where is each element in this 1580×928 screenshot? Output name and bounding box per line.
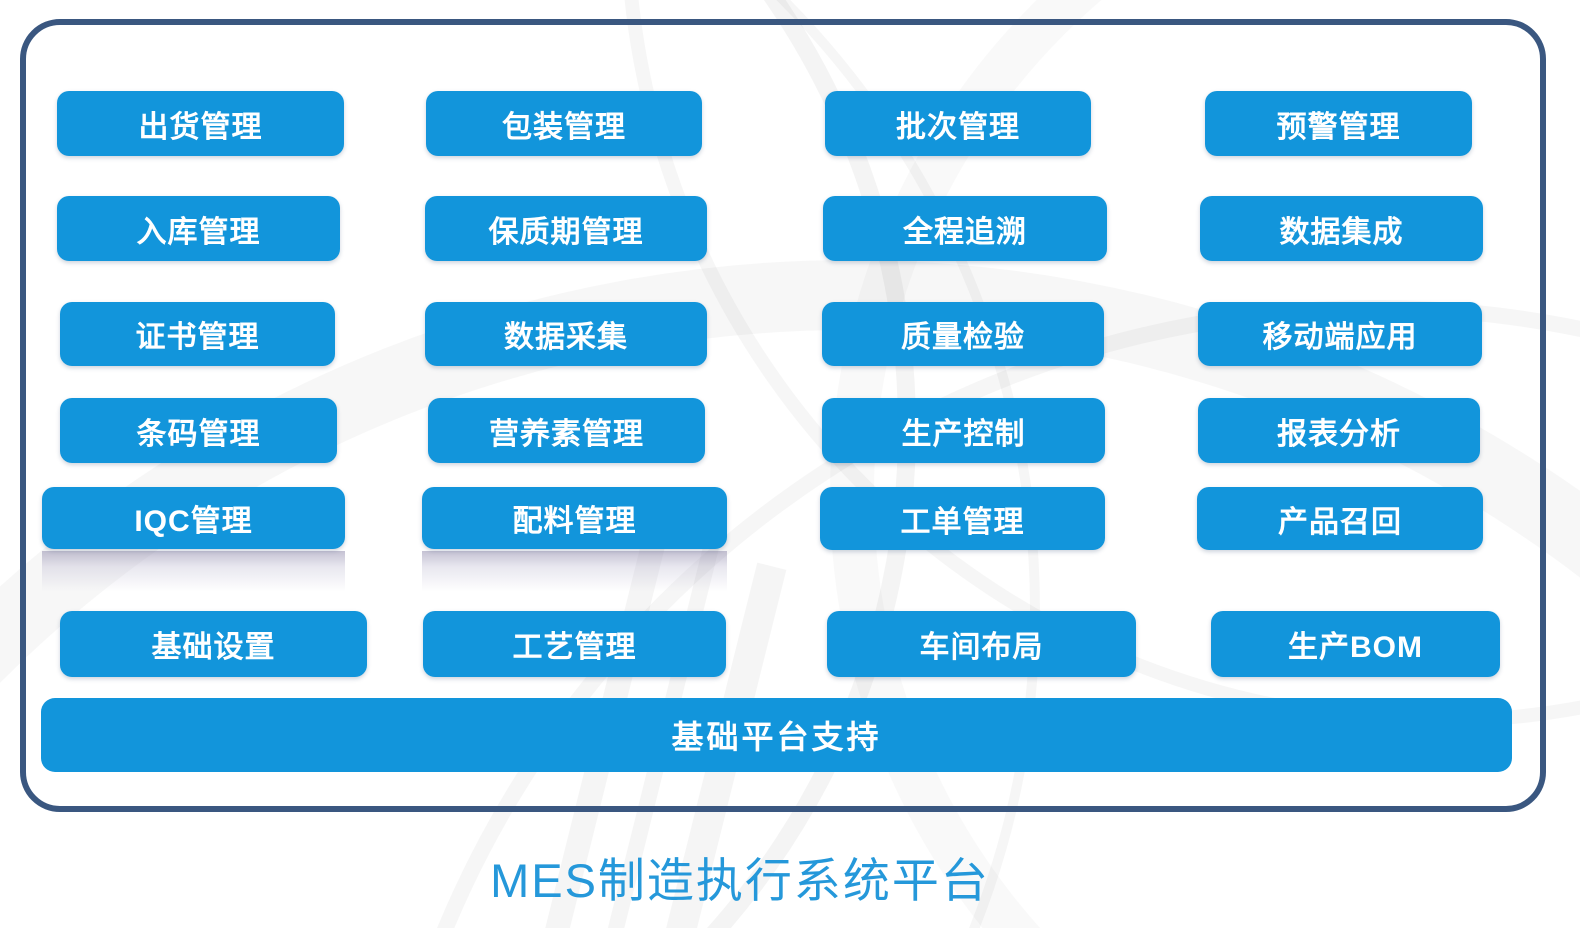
module-batch-management: 批次管理 bbox=[825, 91, 1091, 156]
module-data-integration: 数据集成 bbox=[1200, 196, 1483, 261]
module-shipping-management: 出货管理 bbox=[57, 91, 344, 156]
module-warehousing-management: 入库管理 bbox=[57, 196, 340, 261]
module-barcode-management: 条码管理 bbox=[60, 398, 337, 463]
module-work-order-management: 工单管理 bbox=[820, 487, 1105, 550]
base-platform-bar: 基础平台支持 bbox=[41, 698, 1512, 772]
module-process-management: 工艺管理 bbox=[423, 611, 726, 677]
module-report-analysis: 报表分析 bbox=[1198, 398, 1480, 463]
module-workshop-layout: 车间布局 bbox=[827, 611, 1136, 677]
module-packaging-management: 包装管理 bbox=[426, 91, 702, 156]
module-reflection bbox=[42, 551, 345, 603]
module-nutrient-management: 营养素管理 bbox=[428, 398, 705, 463]
module-quality-inspection: 质量检验 bbox=[822, 302, 1104, 366]
module-full-traceability: 全程追溯 bbox=[823, 196, 1107, 261]
module-certificate-management: 证书管理 bbox=[60, 302, 335, 366]
module-production-bom: 生产BOM bbox=[1211, 611, 1500, 677]
module-mobile-application: 移动端应用 bbox=[1198, 302, 1482, 366]
module-shelf-life-management: 保质期管理 bbox=[425, 196, 707, 261]
module-iqc-management: IQC管理 bbox=[42, 487, 345, 549]
module-basic-settings: 基础设置 bbox=[60, 611, 367, 677]
module-reflection bbox=[422, 551, 727, 603]
platform-panel bbox=[20, 19, 1546, 812]
module-product-recall: 产品召回 bbox=[1197, 487, 1483, 550]
module-data-collection: 数据采集 bbox=[425, 302, 707, 366]
module-alert-management: 预警管理 bbox=[1205, 91, 1472, 156]
module-ingredient-management: 配料管理 bbox=[422, 487, 727, 549]
module-production-control: 生产控制 bbox=[822, 398, 1105, 463]
page-title: MES制造执行系统平台 bbox=[490, 854, 990, 907]
